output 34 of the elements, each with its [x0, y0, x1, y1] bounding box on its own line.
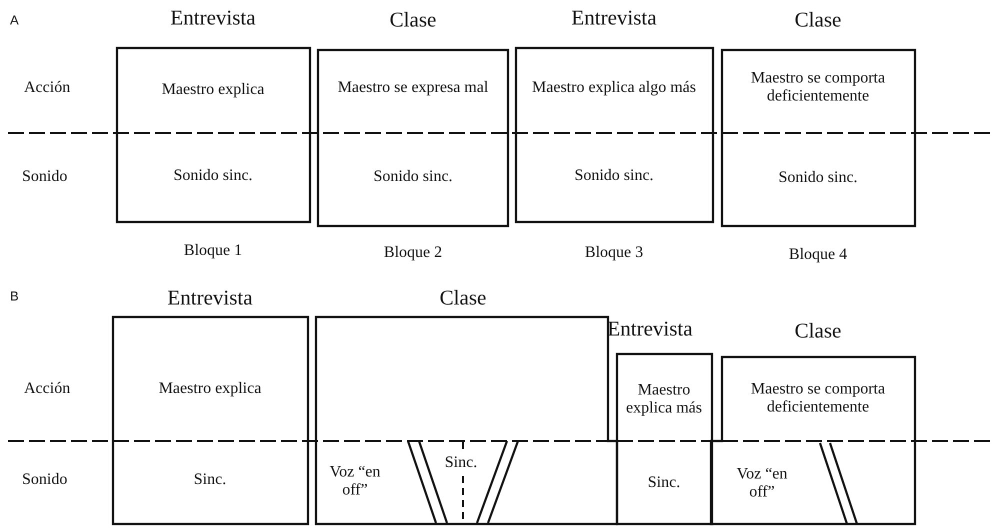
action-text: Voz “en off” [328, 463, 382, 499]
block-caption: Bloque 4 [788, 246, 848, 264]
sound-text: Sonido sinc. [573, 167, 655, 185]
action-text: Maestro explica más [625, 381, 703, 417]
action-text: Maestro se comporta deficientemente [750, 380, 886, 416]
segment-heading: Clase [438, 286, 488, 310]
action-text: Maestro explica [160, 81, 266, 99]
segment-heading: Clase [388, 8, 438, 32]
action-text: Maestro explica algo más [531, 79, 697, 97]
track-label: Sonido [22, 471, 68, 489]
action-text: Maestro se expresa mal [336, 79, 490, 97]
section-letter: A [10, 12, 19, 28]
sound-text: Sinc. [192, 471, 228, 489]
segment-heading: Clase [794, 8, 842, 32]
sound-text: Sinc. [444, 454, 478, 472]
segment-heading: Entrevista [606, 317, 694, 341]
sound-text: Voz “en off” [736, 465, 788, 501]
block-caption: Bloque 2 [384, 244, 442, 262]
sound-text: Sonido sinc. [777, 169, 859, 187]
action-text: Maestro se comporta deficientemente [750, 69, 886, 105]
block-caption: Bloque 1 [184, 242, 242, 260]
track-label: Sonido [22, 168, 68, 186]
segment-heading: Entrevista [169, 6, 257, 30]
section-letter: B [10, 288, 19, 304]
segment-heading: Entrevista [166, 286, 254, 310]
action-text: Maestro explica [158, 380, 262, 398]
block-caption: Bloque 3 [584, 244, 644, 262]
track-label: Acción [24, 380, 70, 398]
segment-heading: Clase [794, 319, 842, 343]
segment-heading: Entrevista [570, 6, 658, 30]
sound-text: Sonido sinc. [372, 168, 454, 186]
sound-text: Sinc. [646, 474, 682, 492]
sound-text: Sonido sinc. [172, 167, 254, 185]
track-label: Acción [24, 79, 70, 97]
